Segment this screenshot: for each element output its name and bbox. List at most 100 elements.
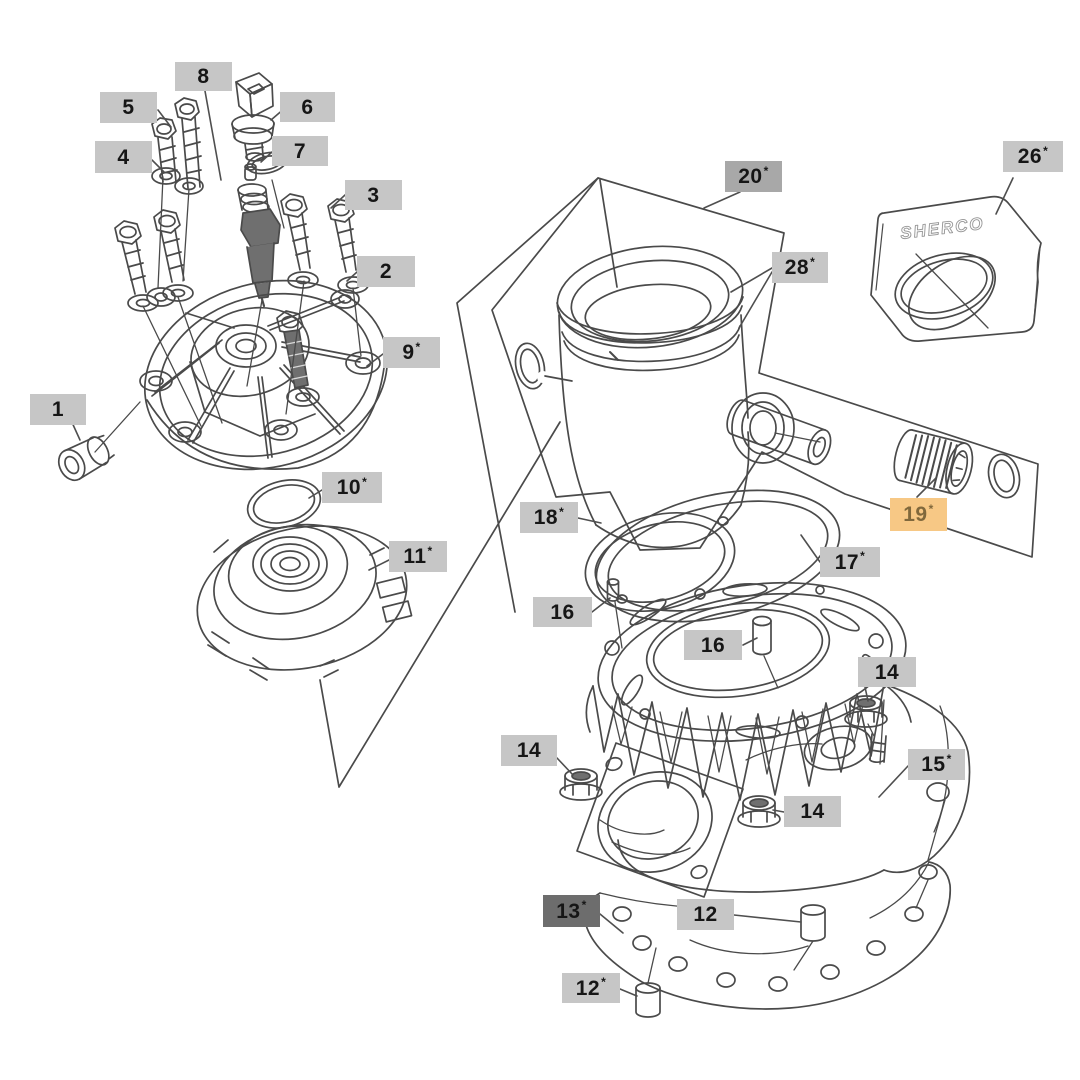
leader-line-19star <box>916 477 937 498</box>
callout-asterisk: * <box>763 163 769 178</box>
callout-number: 28 <box>784 256 810 279</box>
callout-asterisk: * <box>860 549 866 563</box>
base-gasket <box>583 861 952 1010</box>
callout-number: 12 <box>693 903 718 926</box>
leader-line-9star <box>366 353 384 367</box>
fitting-icon <box>57 434 115 482</box>
leader-line-5 <box>157 109 172 128</box>
callout-14[interactable]: 14 <box>858 657 916 687</box>
circlip-tail <box>544 375 573 382</box>
leader-line-16 <box>591 597 611 613</box>
callout-16[interactable]: 16 <box>533 597 592 627</box>
callout-asterisk: * <box>928 501 934 516</box>
callout-number: 26 <box>1017 145 1043 168</box>
leader-line-20star <box>703 191 741 209</box>
callout-number: 8 <box>197 65 210 88</box>
callout-leader-lines <box>69 90 1014 997</box>
callout-10star[interactable]: 10* <box>322 472 382 503</box>
callout-number: 19 <box>903 503 928 526</box>
callout-number: 9 <box>402 341 415 364</box>
kit-boundary <box>491 177 1039 558</box>
callout-number: 13 <box>556 899 581 923</box>
callout-12star[interactable]: 12* <box>562 973 620 1003</box>
cylinder-assembly <box>559 489 971 1018</box>
flange-nut-icon <box>559 768 603 801</box>
callout-number: 12 <box>575 976 601 1000</box>
leader-line-17star <box>800 534 821 563</box>
head-stud-bolt-icon <box>114 209 194 312</box>
callout-number: 3 <box>367 183 380 207</box>
callout-number: 16 <box>700 633 726 657</box>
callout-3[interactable]: 3 <box>345 180 402 210</box>
callout-asterisk: * <box>601 975 607 989</box>
piston-kit-region: SHERCO <box>319 177 1042 788</box>
cylinder-head-cover <box>139 279 389 471</box>
callout-15star[interactable]: 15* <box>908 749 965 780</box>
leader-line-12 <box>733 914 802 923</box>
callout-20star[interactable]: 20* <box>725 161 782 192</box>
stud-icon <box>867 723 887 763</box>
callout-12[interactable]: 12 <box>677 899 734 930</box>
callout-8[interactable]: 8 <box>175 62 232 91</box>
temp-sensor-icon <box>231 72 275 162</box>
callout-14[interactable]: 14 <box>501 735 557 766</box>
callout-26star[interactable]: 26* <box>1003 141 1063 172</box>
leader-line-14 <box>864 686 869 702</box>
callout-18star[interactable]: 18* <box>520 502 578 533</box>
callout-number: 2 <box>379 260 393 283</box>
callout-11star[interactable]: 11* <box>389 541 447 572</box>
callout-13star[interactable]: 13* <box>543 895 600 927</box>
leader-line-18star <box>577 517 602 524</box>
leader-line-13star <box>599 913 624 934</box>
dowel-pin-icon <box>800 904 826 942</box>
callout-asterisk: * <box>415 339 421 354</box>
callout-28star[interactable]: 28* <box>772 252 828 283</box>
callout-4[interactable]: 4 <box>95 141 152 173</box>
circlip-icon <box>514 342 546 390</box>
callout-19star[interactable]: 19* <box>890 498 947 531</box>
callout-16[interactable]: 16 <box>684 630 742 660</box>
leader-line-12star <box>619 988 638 997</box>
callout-1[interactable]: 1 <box>30 394 86 425</box>
dowel-pin-icon <box>752 615 779 689</box>
leader-line-3 <box>330 194 346 209</box>
leader-line-16 <box>742 637 758 646</box>
assembly-axis-lines <box>94 176 362 453</box>
flange-nut-icon <box>844 695 888 728</box>
callout-5[interactable]: 5 <box>100 92 157 123</box>
leader-line-28star <box>738 271 773 329</box>
callout-14[interactable]: 14 <box>784 796 841 827</box>
leader-line-2 <box>346 271 358 282</box>
callout-asterisk: * <box>427 543 433 558</box>
callout-number: 6 <box>301 95 314 119</box>
callout-2[interactable]: 2 <box>357 256 415 287</box>
head-insert-dome <box>196 523 413 681</box>
callout-6[interactable]: 6 <box>280 92 335 122</box>
parts-bag: SHERCO <box>870 195 1042 342</box>
callout-asterisk: * <box>581 898 587 912</box>
piston <box>556 245 795 549</box>
flange-nut-icon <box>737 795 781 828</box>
leader-line-26star <box>995 177 1014 215</box>
head-bolt-icon <box>151 97 202 189</box>
callout-7[interactable]: 7 <box>272 136 328 166</box>
circlip-icon <box>987 453 1021 499</box>
assembly-axis-lines <box>647 699 946 984</box>
callout-number: 1 <box>51 398 65 421</box>
leader-line-14 <box>556 757 574 776</box>
callout-number: 15 <box>921 753 946 776</box>
callout-number: 20 <box>738 165 763 188</box>
callout-number: 7 <box>293 139 307 163</box>
callout-asterisk: * <box>946 751 952 766</box>
callout-number: 10 <box>336 476 362 499</box>
dowel-pin-icon <box>606 578 623 649</box>
callout-number: 11 <box>403 545 427 568</box>
callout-number: 14 <box>874 660 900 684</box>
callout-9star[interactable]: 9* <box>383 337 440 368</box>
callout-number: 18 <box>533 506 559 529</box>
bag-brand-text: SHERCO <box>899 214 985 243</box>
callout-number: 14 <box>800 800 825 823</box>
wrist-pin-icon <box>726 399 832 466</box>
callout-17star[interactable]: 17* <box>820 547 880 577</box>
